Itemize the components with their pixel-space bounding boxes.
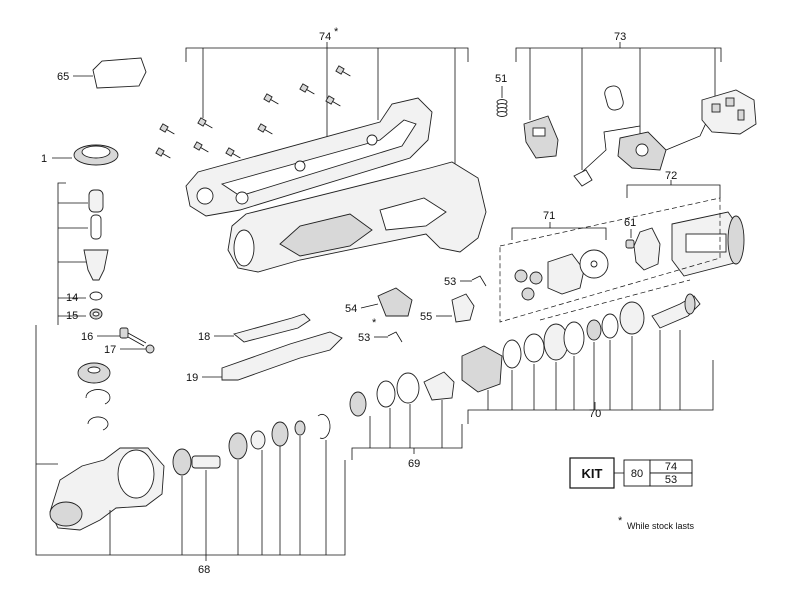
spring-51 (496, 99, 508, 117)
pin-lower (90, 214, 102, 240)
motor-72 (625, 211, 745, 277)
angle-head (49, 447, 165, 531)
clip-53-upper (471, 275, 487, 287)
callout-71: 71 (543, 210, 555, 222)
cover-19 (221, 331, 343, 381)
callout-53-upper: 53 (444, 276, 456, 288)
bracket-74 (185, 42, 469, 165)
switch-module (523, 115, 559, 159)
bracket-72 (626, 180, 721, 198)
housing-half-left (185, 97, 433, 217)
sleeve-part (604, 85, 624, 111)
callout-53-star: * (372, 317, 377, 329)
kit-content-1: 74 (665, 461, 677, 473)
callout-54: 54 (345, 303, 357, 315)
forward-reverse-switch (617, 109, 713, 171)
callout-70: 70 (589, 408, 601, 420)
callout-1: 1 (41, 153, 47, 165)
planetary-70 (461, 293, 701, 393)
housing-half-right (227, 161, 487, 273)
snap-ring-a (85, 389, 111, 405)
callout-65: 65 (57, 71, 69, 83)
callout-51: 51 (495, 73, 507, 85)
callout-69: 69 (408, 458, 420, 470)
callout-68: 68 (198, 564, 210, 576)
callout-53-lower: 53 (358, 332, 370, 344)
callout-74-star: * (334, 26, 339, 38)
housing-screws (155, 65, 351, 159)
left-stack-bracket (57, 182, 88, 325)
pin-upper (88, 189, 104, 213)
screw-16 (119, 327, 147, 347)
callout-15: 15 (66, 310, 78, 322)
gear-set-71 (514, 249, 609, 301)
drivetrain-68 (172, 414, 331, 476)
dashed-guide-71 (499, 197, 721, 323)
clip-53-lower (387, 331, 403, 343)
kit-content-2: 53 (665, 474, 677, 486)
callout-14: 14 (66, 292, 78, 304)
bracket-55 (451, 293, 475, 323)
cover-18 (233, 313, 311, 343)
callout-17: 17 (104, 344, 116, 356)
led-cable (573, 125, 641, 187)
callout-72: 72 (665, 170, 677, 182)
kit-number: 80 (631, 468, 643, 480)
control-board (701, 89, 757, 135)
callout-18: 18 (198, 331, 210, 343)
bracket-71 (511, 222, 607, 240)
bracket-68 (35, 325, 346, 561)
bracket-69 (351, 400, 463, 460)
collet-part (83, 249, 109, 281)
dashed-guide-axis (539, 279, 691, 321)
bracket-70 (467, 330, 714, 424)
footnote-text: While stock lasts (627, 521, 695, 531)
callout-19: 19 (186, 372, 198, 384)
gear-stack-69 (349, 371, 455, 417)
callout-55: 55 (420, 311, 432, 323)
footnote-mark: * (618, 515, 623, 527)
kit-table (569, 457, 693, 489)
washer-14 (89, 291, 103, 301)
nut-17 (145, 344, 155, 354)
callout-73: 73 (614, 31, 626, 43)
bracket-73 (515, 42, 722, 170)
button-54 (377, 287, 413, 317)
label-plate (92, 57, 147, 89)
callout-61: 61 (624, 217, 636, 229)
callout-16: 16 (81, 331, 93, 343)
snap-ring-b (87, 416, 109, 431)
kit-label: KIT (582, 466, 603, 481)
callout-74: 74 (319, 31, 331, 43)
